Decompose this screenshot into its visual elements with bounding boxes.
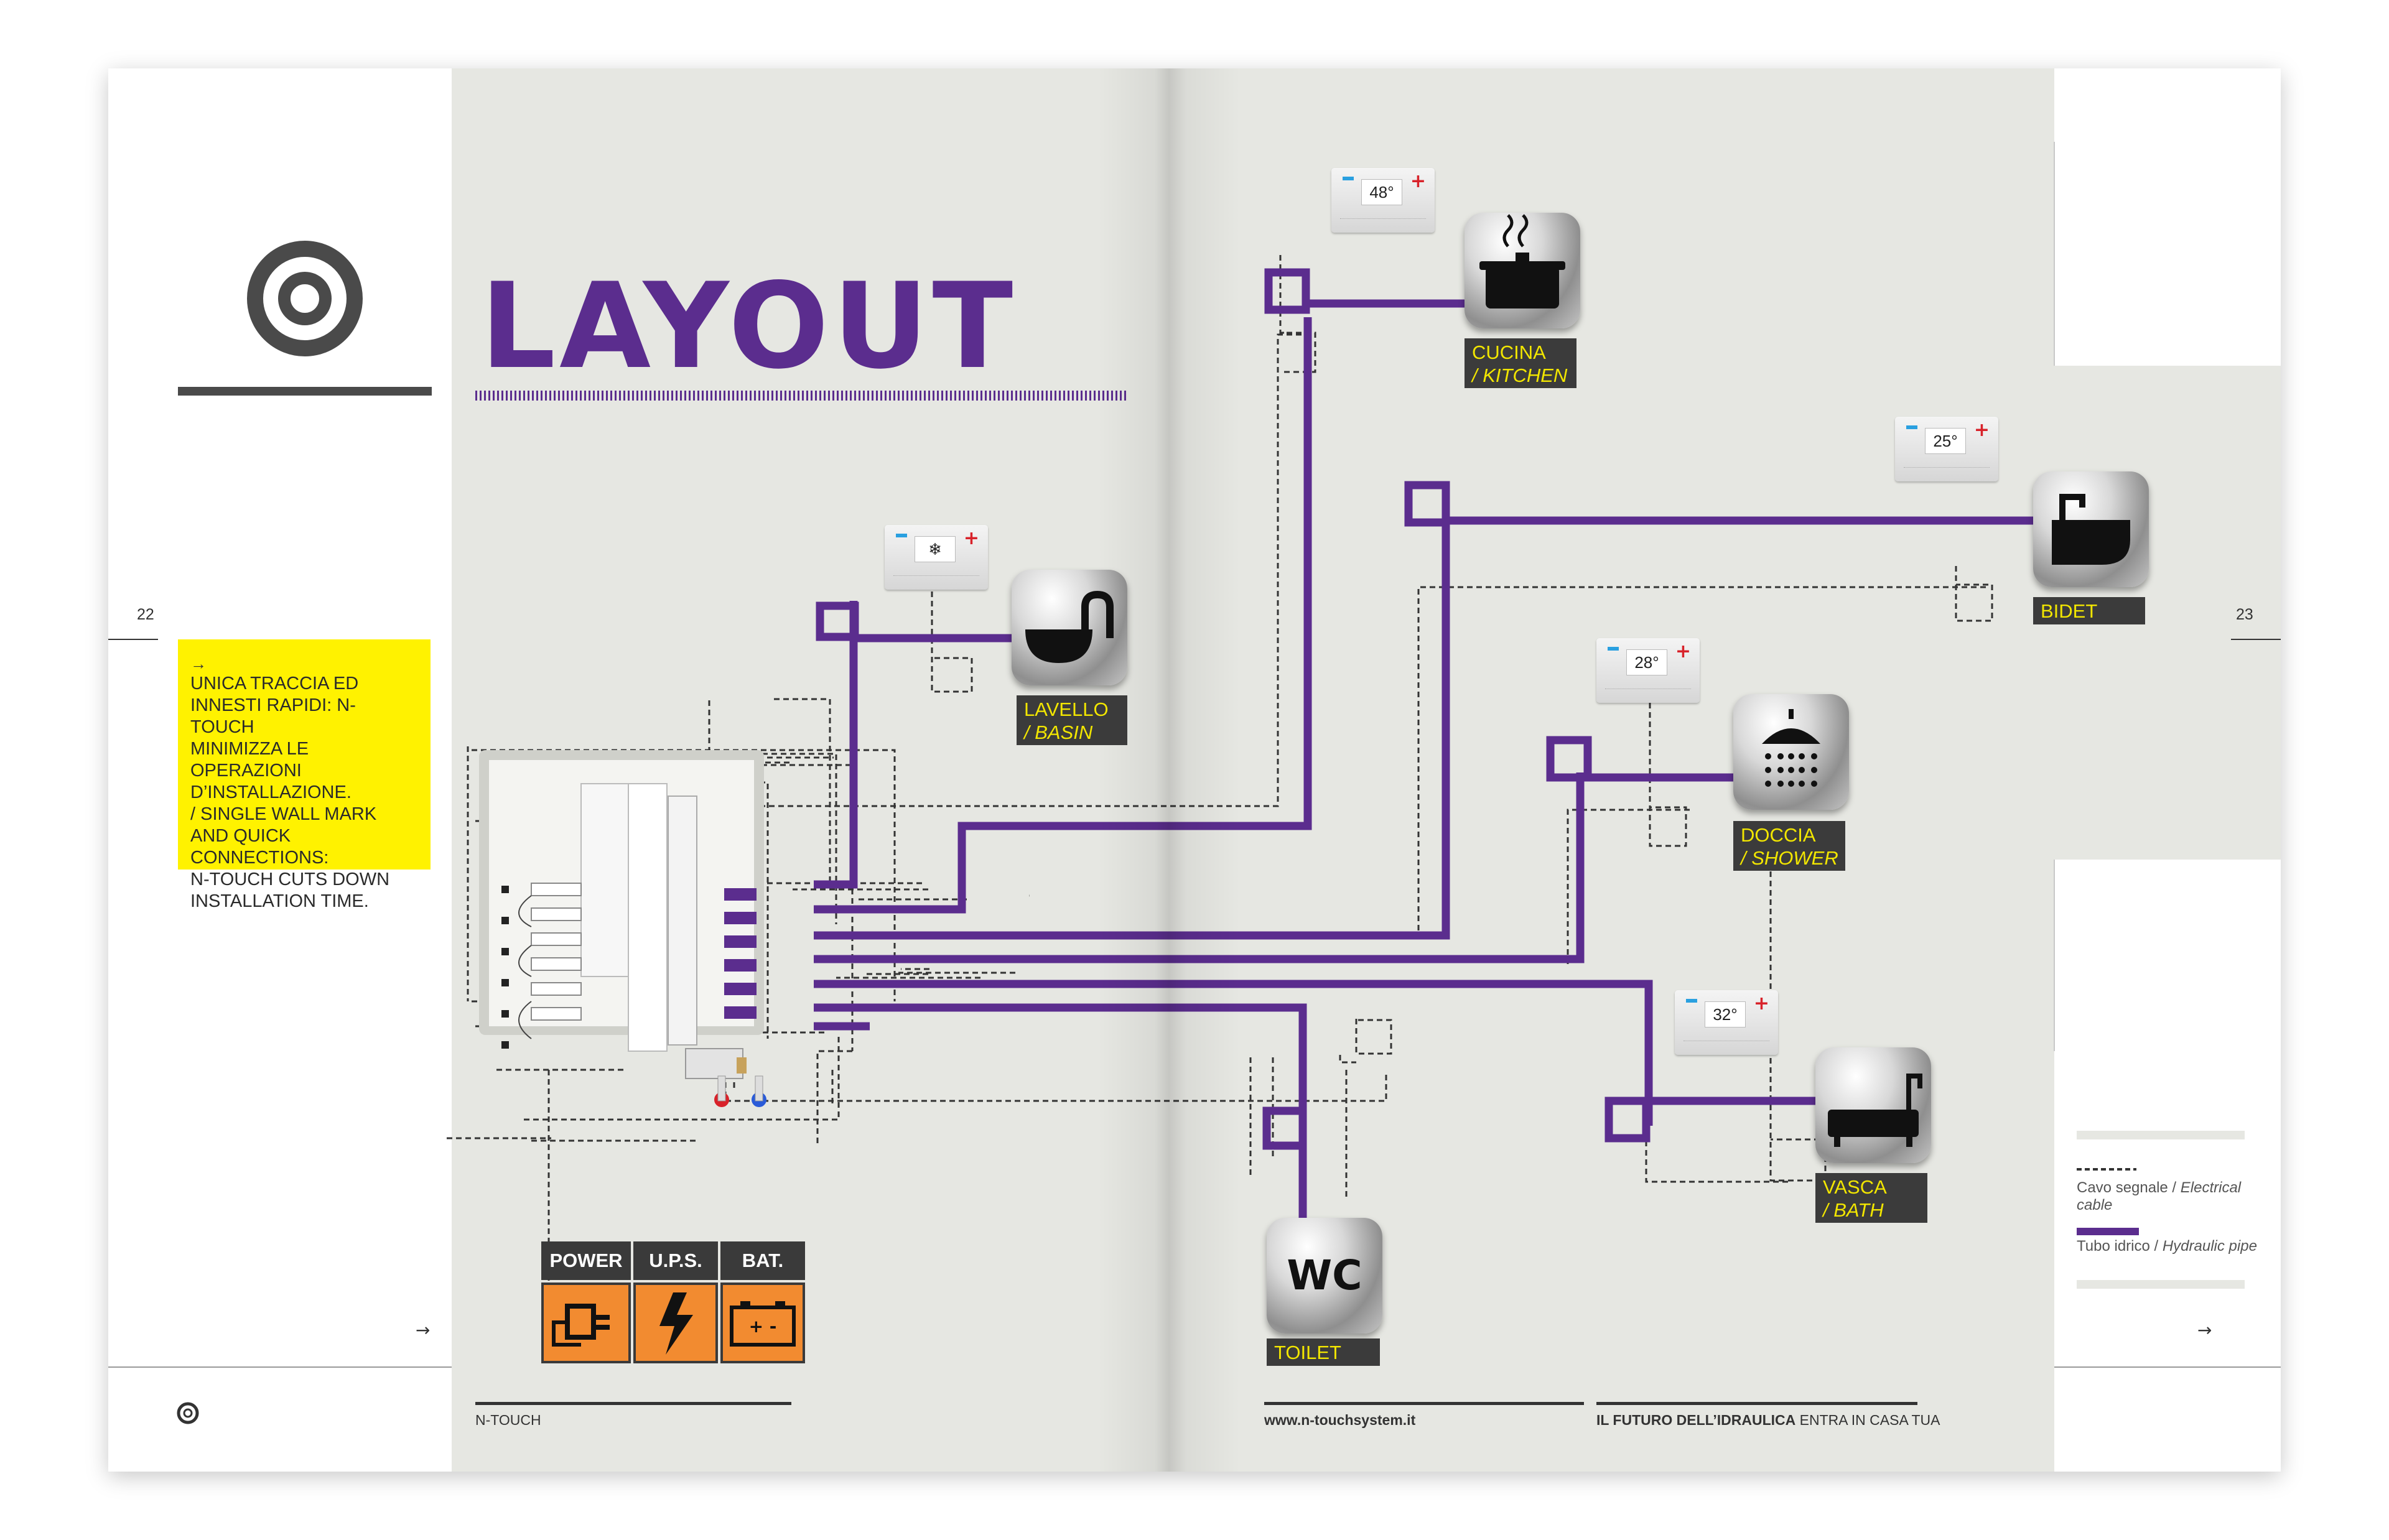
bidet-icon (2033, 471, 2149, 587)
basin-icon (1012, 570, 1127, 685)
plug-icon (541, 1283, 631, 1363)
thermostat-basin: ❄ + (885, 525, 988, 590)
thermostat-dial (893, 575, 979, 581)
room-label-it: LAVELLO (1024, 698, 1109, 720)
plus-icon: + (1675, 641, 1691, 662)
magazine-spread: LAYOUT 22 23 → UNICA TRACCIA ED INNESTI … (108, 68, 2281, 1472)
minus-icon (896, 534, 907, 537)
small-target-icon (177, 1402, 199, 1424)
legend-bar (2077, 1131, 2245, 1139)
manifold-box (479, 750, 766, 1107)
page-number-right: 23 (2236, 606, 2253, 623)
yellow-callout: → UNICA TRACCIA ED INNESTI RAPIDI: N-TOU… (178, 639, 431, 911)
room-label-en: / KITCHEN (1472, 364, 1568, 386)
legend-cable-it: Cavo segnale / (2077, 1179, 2181, 1196)
legend-pipe-swatch (2077, 1228, 2139, 1235)
plus-icon: + (1973, 419, 1990, 441)
thermostat-display: ❄ (915, 536, 956, 562)
legend-cable-en: Electrical cable (2077, 1179, 2242, 1213)
thermostat-bidet: 25° + (1895, 417, 1998, 481)
footer-rule (1264, 1402, 1584, 1405)
plus-icon: + (1410, 170, 1426, 192)
legend-bar (2077, 1280, 2245, 1289)
next-arrow-icon: → (2197, 1320, 2212, 1340)
callout-line: / SINGLE WALL MARK (190, 804, 377, 824)
panel-header-bat: BAT. (720, 1241, 805, 1280)
minus-icon (1906, 425, 1917, 429)
room-label-basin: LAVELLO / BASIN (1017, 695, 1127, 745)
wc-icon-text: WC (1287, 1251, 1362, 1299)
callout-line: AND QUICK CONNECTIONS: (190, 826, 329, 868)
battery-icon: + - (720, 1283, 805, 1363)
room-label-en: / SHOWER (1741, 847, 1838, 869)
room-label-en: / BASIN (1024, 721, 1093, 743)
footer-slogan-bold: IL FUTURO DELL’IDRAULICA (1596, 1412, 1796, 1428)
minus-icon (1343, 177, 1354, 180)
wc-icon: WC (1267, 1218, 1382, 1334)
hydraulic-pipes (814, 268, 2037, 1218)
thermostat-bath: 32° + (1675, 990, 1778, 1055)
lightning-icon (633, 1283, 718, 1363)
bathtub-icon (1815, 1047, 1931, 1163)
footer-rule (475, 1402, 791, 1405)
room-label-it: BIDET (2041, 600, 2098, 622)
footer-slogan-rest: ENTRA IN CASA TUA (1795, 1412, 1940, 1428)
minus-icon (1686, 999, 1697, 1003)
room-label-it: DOCCIA (1741, 824, 1816, 846)
panel-header-ups: U.P.S. (633, 1241, 718, 1280)
target-logo (178, 241, 432, 396)
room-label-it: VASCA (1823, 1176, 1887, 1198)
room-label-en: / BATH (1823, 1199, 1884, 1221)
minus-icon (1608, 647, 1619, 651)
arrow-right-icon: → (190, 654, 207, 673)
callout-line: D’INSTALLAZIONE. (190, 782, 352, 802)
callout-line: N-TOUCH CUTS DOWN (190, 870, 390, 889)
room-label-it: CUCINA (1472, 341, 1546, 363)
plus-icon: + (1753, 993, 1769, 1014)
thermostat-dial (1683, 1041, 1769, 1046)
room-label-shower: DOCCIA / SHOWER (1733, 821, 1845, 871)
room-label-bath: VASCA / BATH (1815, 1173, 1927, 1223)
thermostat-dial (1605, 689, 1691, 694)
cooking-pot-icon (1465, 213, 1580, 328)
thermostat-display: 32° (1705, 1001, 1746, 1027)
callout-line: INSTALLATION TIME. (190, 891, 369, 911)
thermostat-display: 48° (1361, 179, 1402, 205)
legend-cable: Cavo segnale / Electrical cable (2077, 1179, 2281, 1214)
footer-rule (1596, 1402, 1917, 1405)
thermostat-shower: 28° + (1596, 638, 1700, 703)
battery-signs: + - (749, 1316, 777, 1337)
footer-brand: N-TOUCH (475, 1412, 541, 1428)
panel-header-power: POWER (541, 1241, 631, 1280)
thermostat-kitchen: 48° + (1331, 168, 1435, 233)
thermostat-display: 25° (1925, 428, 1966, 454)
legend-pipe: Tubo idrico / Hydraulic pipe (2077, 1238, 2257, 1255)
callout-line: INNESTI RAPIDI: N-TOUCH (190, 695, 356, 737)
callout-line: UNICA TRACCIA ED (190, 674, 359, 693)
legend-pipe-it: Tubo idrico / (2077, 1238, 2163, 1255)
shower-icon (1733, 694, 1849, 810)
room-label-toilet: TOILET (1267, 1338, 1380, 1366)
plumbing-diagram (108, 241, 2281, 1424)
callout-line: MINIMIZZA LE OPERAZIONI (190, 739, 309, 781)
next-arrow-icon: → (416, 1320, 431, 1340)
plus-icon: + (963, 527, 979, 549)
room-label-bidet: BIDET (2033, 597, 2145, 624)
thermostat-dial (1340, 218, 1426, 224)
footer-slogan: IL FUTURO DELL’IDRAULICA ENTRA IN CASA T… (1596, 1412, 1940, 1429)
page-number-left: 22 (137, 606, 154, 623)
room-label-it: TOILET (1274, 1342, 1341, 1363)
thermostat-display: 28° (1626, 649, 1667, 675)
thermostat-dial (1904, 467, 1990, 473)
footer-website: www.n-touchsystem.it (1264, 1412, 1416, 1428)
page-title: LAYOUT (480, 257, 1017, 395)
room-label-kitchen: CUCINA / KITCHEN (1465, 338, 1576, 388)
legend-pipe-en: Hydraulic pipe (2162, 1238, 2257, 1255)
